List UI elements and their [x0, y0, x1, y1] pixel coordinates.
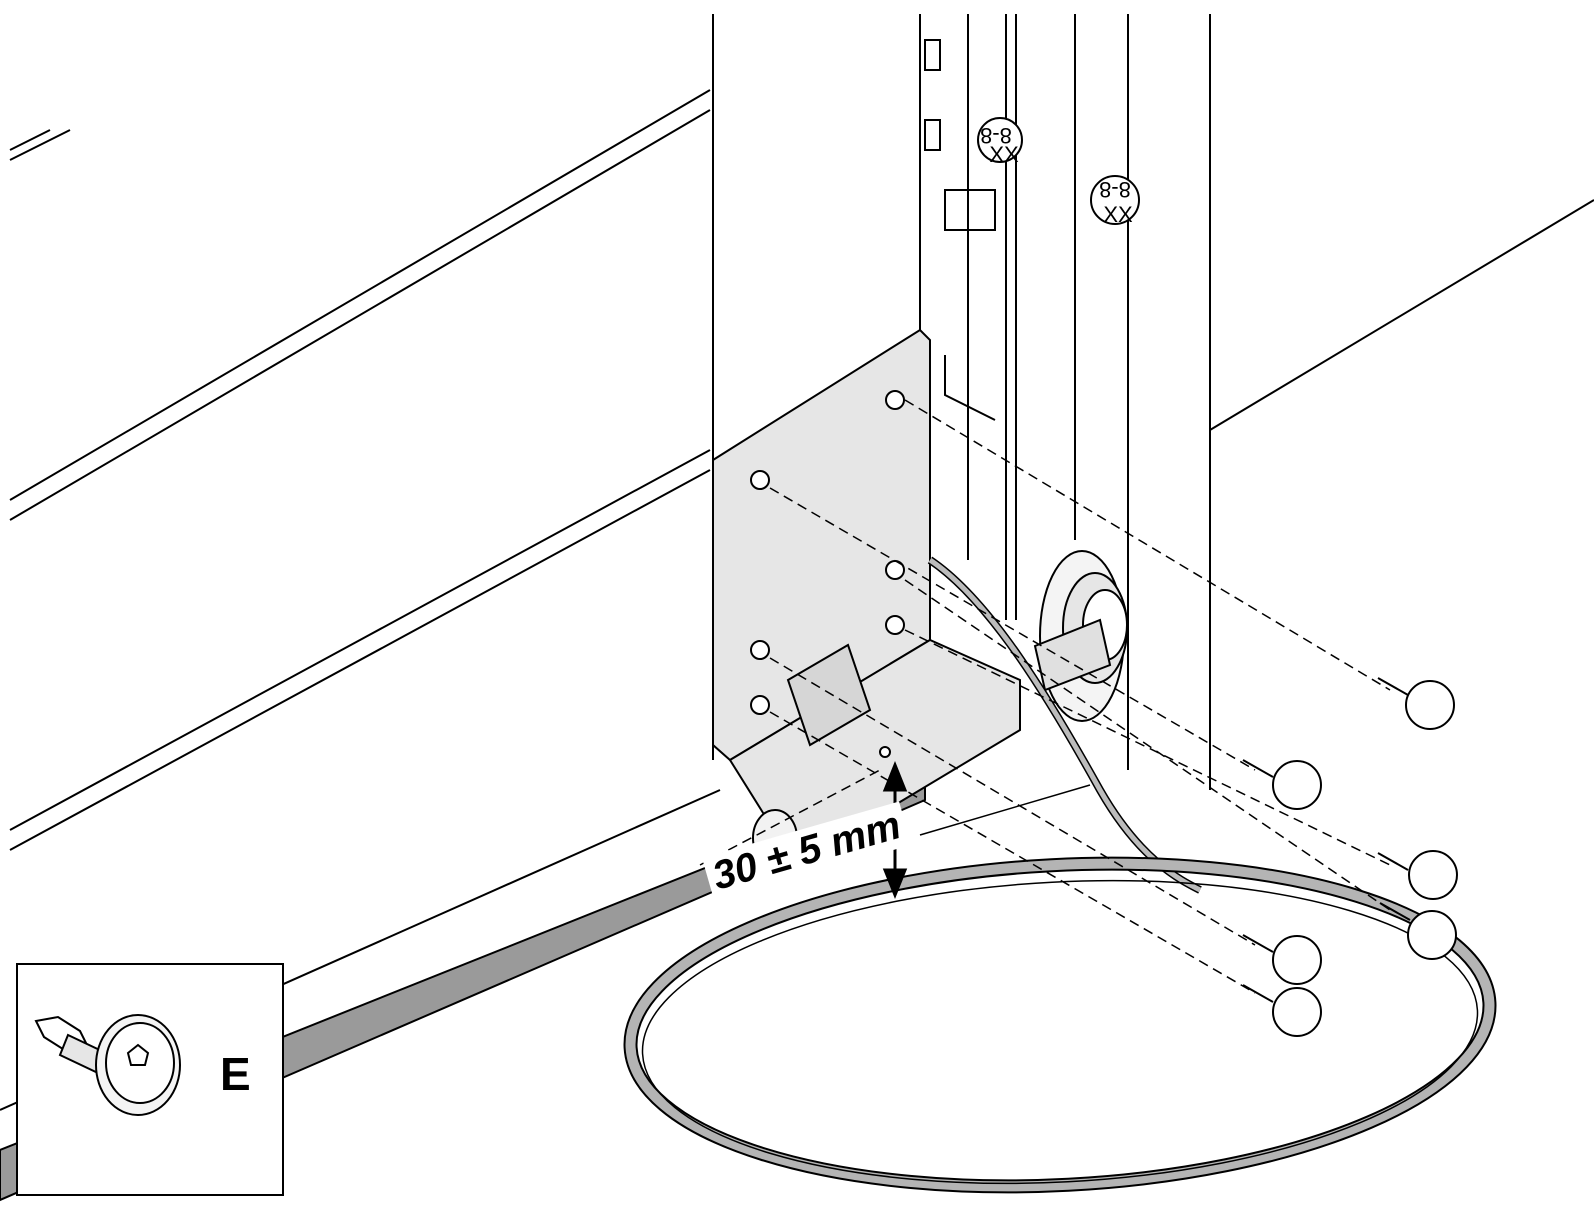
screw-5 — [1242, 934, 1322, 985]
cable-drum — [1033, 550, 1128, 722]
inset-label: E — [220, 1048, 251, 1100]
screw-group — [1242, 677, 1458, 1037]
stamp-1: 8-8 XX — [977, 117, 1023, 167]
screw-6 — [1242, 984, 1322, 1037]
screw-4 — [1379, 902, 1457, 960]
svg-text:XX: XX — [1103, 202, 1133, 227]
svg-text:XX: XX — [989, 142, 1019, 167]
screw-1 — [1377, 677, 1455, 730]
lifting-cable — [623, 556, 1497, 1194]
vertical-track — [919, 14, 1594, 790]
svg-text:8-8: 8-8 — [980, 123, 1012, 148]
screw-detail-icon — [34, 1014, 181, 1116]
screw-detail-inset: E — [16, 963, 284, 1196]
bottom-bracket — [712, 328, 1021, 867]
assembly-guide-lines — [699, 399, 1391, 994]
screw-2 — [1242, 759, 1322, 810]
svg-text:8-8: 8-8 — [1099, 177, 1131, 202]
screw-3 — [1377, 850, 1458, 900]
door-panel — [9, 14, 714, 851]
stamp-2: 8-8 XX — [1090, 175, 1140, 227]
